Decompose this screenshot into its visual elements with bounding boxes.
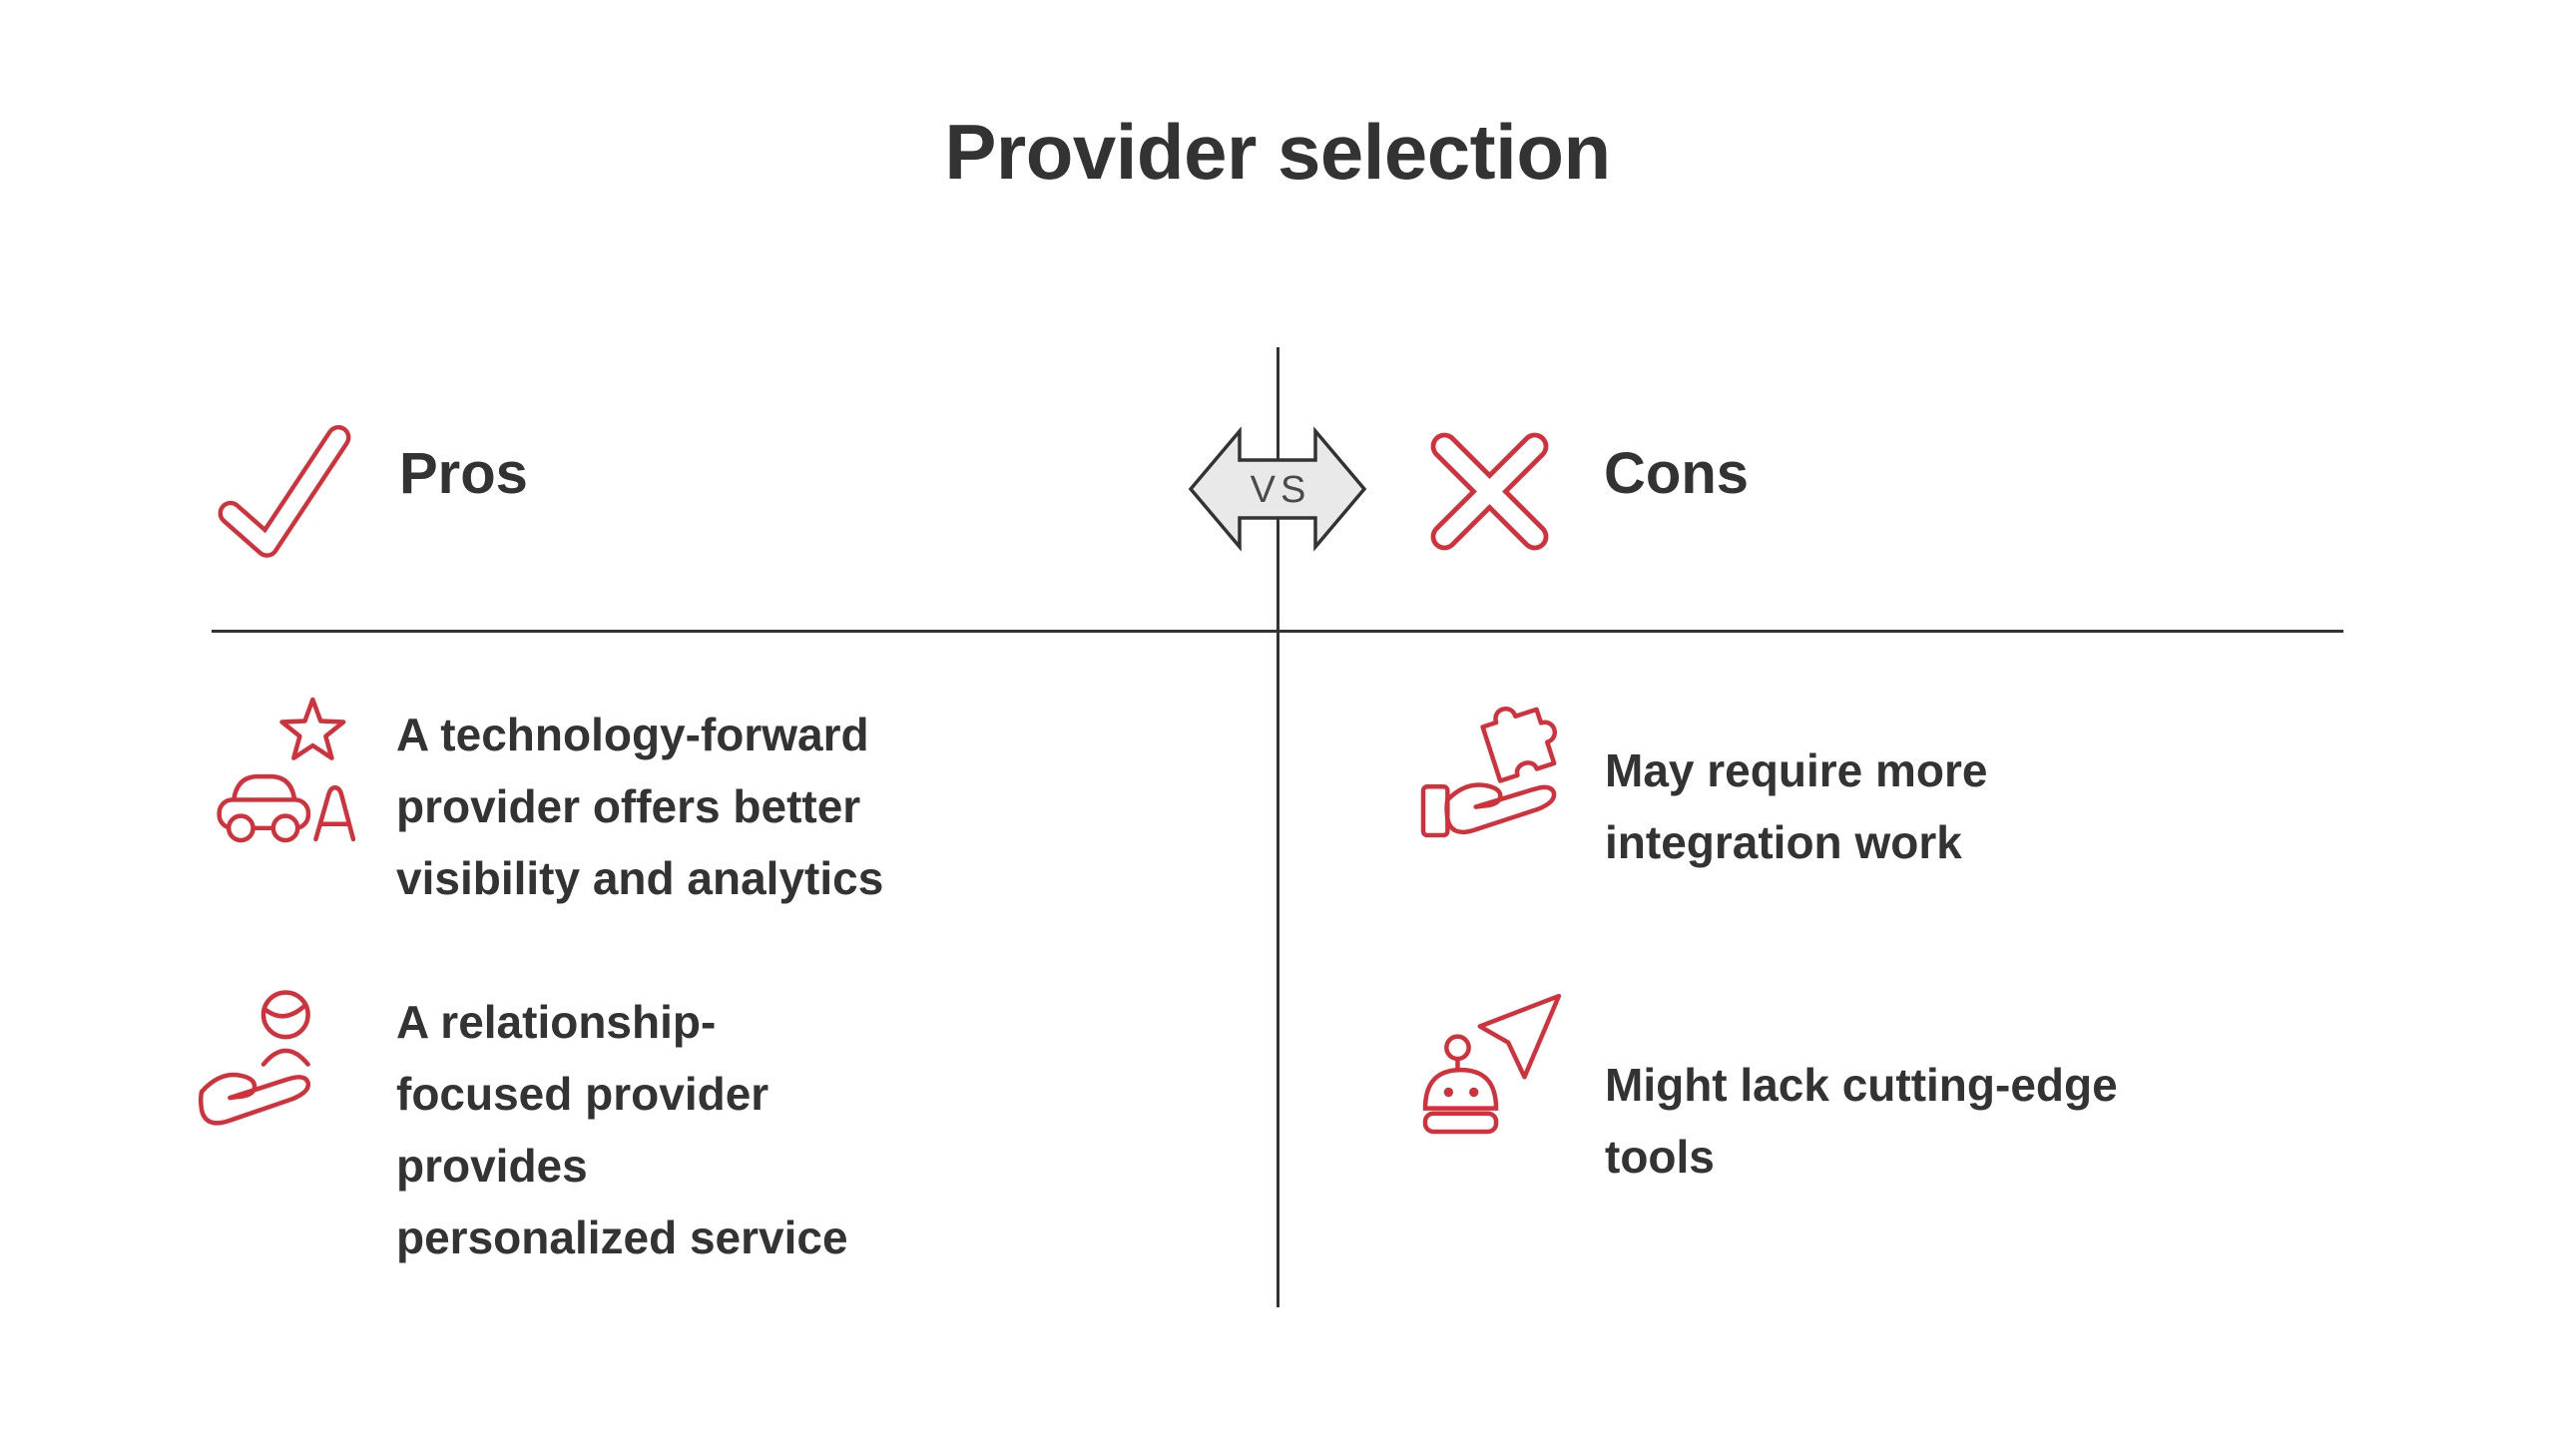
vs-label: VS: [1251, 469, 1311, 511]
vertical-divider: [1277, 347, 1279, 1307]
cons-item-2-text: Might lack cutting-edge tools: [1605, 1059, 2118, 1183]
pros-label: Pros: [399, 441, 528, 506]
check-icon: [212, 407, 357, 567]
cross-icon: [1421, 423, 1558, 560]
cons-label: Cons: [1604, 441, 1749, 506]
cons-item-1-text: May require more integration work: [1605, 744, 1988, 868]
star-car-icon: [217, 697, 356, 843]
horizontal-divider: [212, 630, 2343, 633]
robot-plane-icon: [1422, 992, 1565, 1135]
page-title: Provider selection: [944, 108, 1611, 196]
hand-person-icon: [198, 990, 333, 1133]
pros-item-1-text: A technology-forward provider offers bet…: [396, 709, 884, 904]
hand-puzzle-icon: [1420, 701, 1563, 838]
pros-item-2-text: A relationship- focused provider provide…: [396, 996, 848, 1263]
vs-arrow-icon: VS: [1188, 416, 1367, 562]
